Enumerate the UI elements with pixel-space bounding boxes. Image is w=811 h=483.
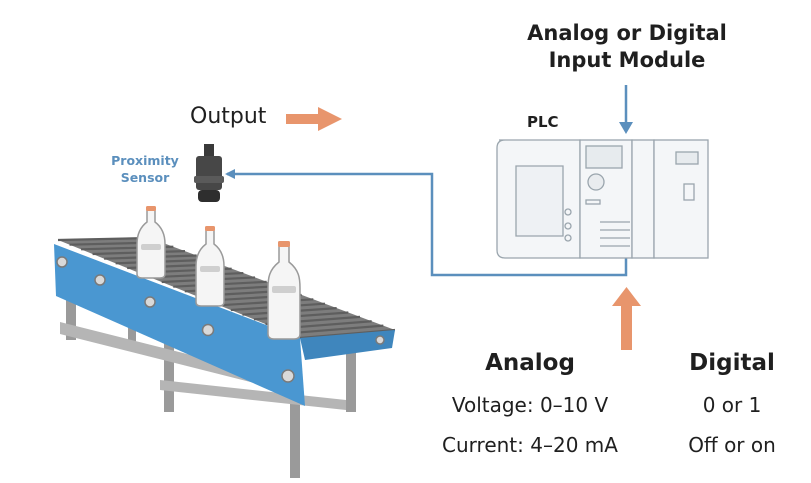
conveyor-roller	[57, 236, 151, 242]
proximity-sensor-label-line2: Sensor	[120, 170, 170, 185]
plc-label: PLC	[527, 113, 559, 131]
bottle-icon	[136, 206, 166, 279]
module-pointer-arrow	[619, 85, 633, 134]
proximity-sensor-icon	[194, 144, 224, 202]
input-arrow	[612, 287, 641, 350]
proximity-sensor-label: Proximity Sensor	[95, 152, 195, 186]
conveyor-roller	[288, 324, 384, 335]
digital-values: 0 or 1	[702, 393, 762, 417]
signal-line	[225, 169, 628, 277]
analog-voltage: Voltage: 0–10 V	[451, 393, 609, 417]
bottle-icon	[195, 226, 225, 307]
output-arrow	[286, 107, 342, 131]
module-title-line2: Input Module	[548, 48, 706, 72]
analog-current: Current: 4–20 mA	[442, 433, 618, 457]
digital-states: Off or on	[688, 433, 776, 457]
module-title: Analog or Digital Input Module	[511, 20, 743, 74]
analog-heading: Analog	[485, 350, 575, 376]
proximity-sensor-label-line1: Proximity	[111, 153, 179, 168]
bottle-icon	[267, 241, 301, 340]
module-title-line1: Analog or Digital	[527, 21, 727, 45]
plc-icon	[496, 139, 709, 259]
digital-heading: Digital	[689, 350, 775, 376]
output-label: Output	[190, 104, 267, 129]
